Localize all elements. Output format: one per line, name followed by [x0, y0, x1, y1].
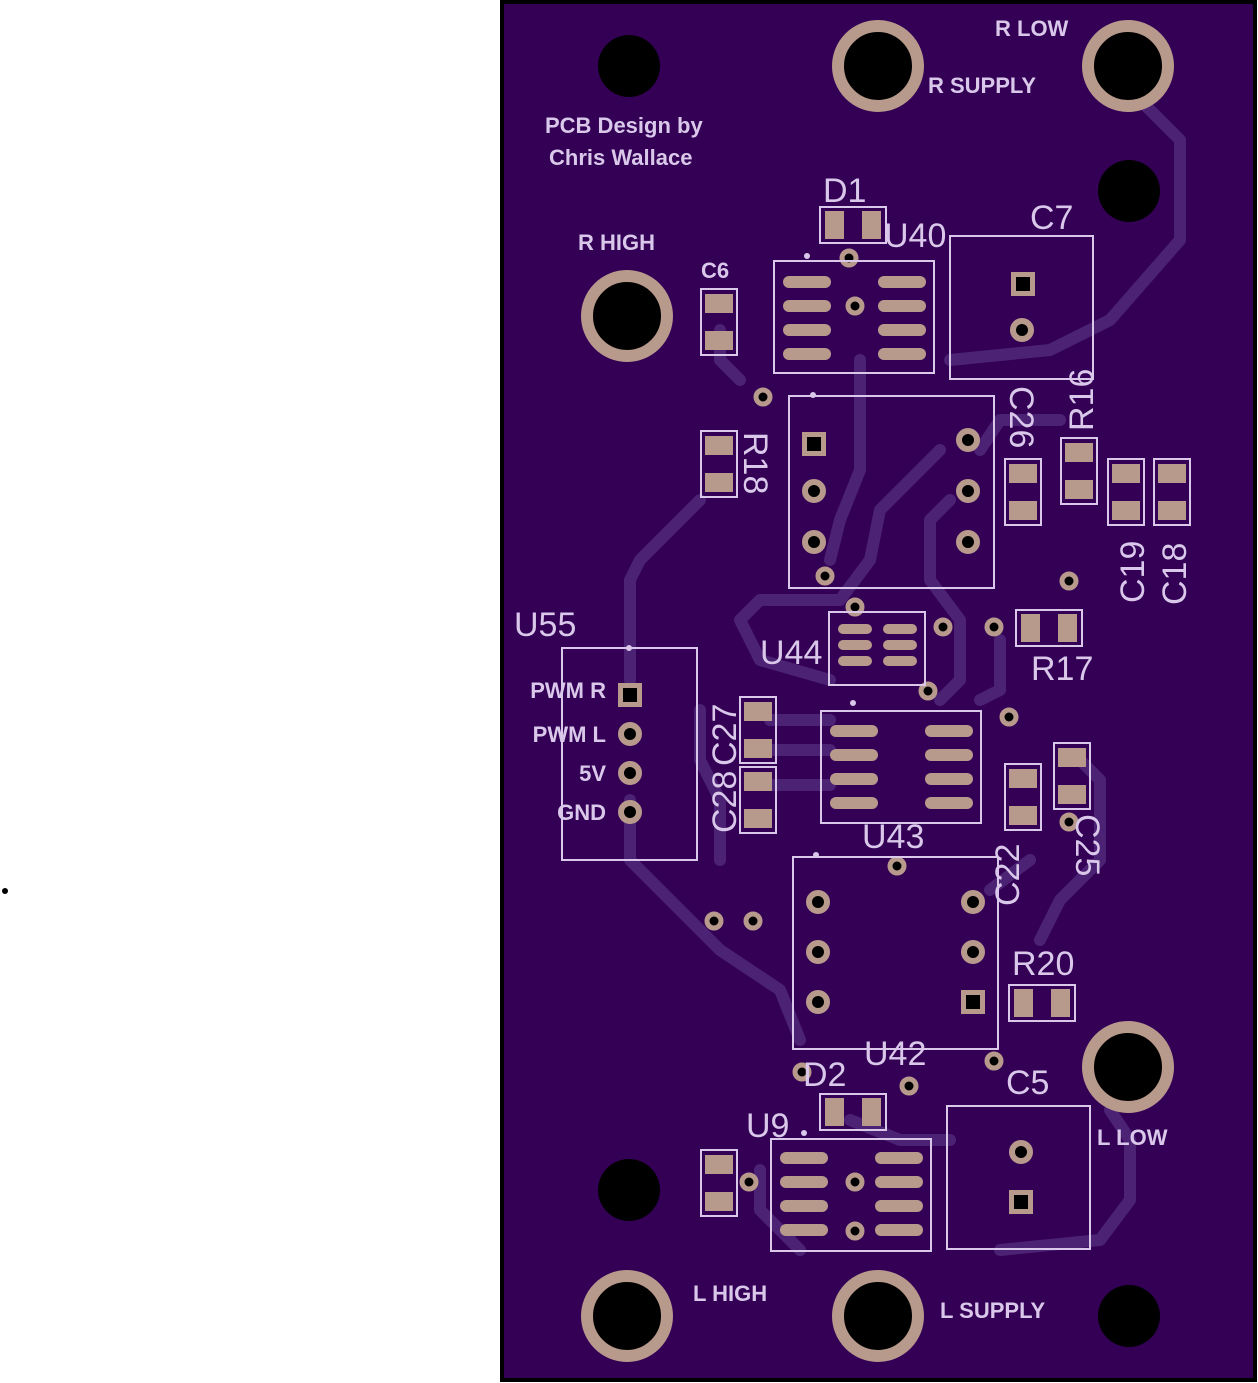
via [933, 617, 953, 637]
ic-pads [780, 276, 973, 1236]
pin-label-5v: 5V [579, 761, 606, 786]
via [845, 1221, 865, 1241]
refdes-r20: R20 [1012, 945, 1074, 983]
traces [624, 84, 1186, 1256]
refdes-c27: C27 [706, 704, 744, 766]
c5-outline [946, 1105, 1091, 1250]
pin-label-gnd: GND [557, 800, 606, 825]
terminal-l-high [581, 1270, 673, 1362]
c18-outline [1153, 458, 1191, 526]
refdes-u42: U42 [864, 1035, 926, 1073]
refdes-u44: U44 [760, 634, 822, 672]
terminal-pads [581, 20, 1174, 1362]
refdes-c5: C5 [1006, 1064, 1049, 1102]
refdes-d2: D2 [803, 1056, 846, 1094]
pin-label-pwm-l: PWM L [533, 722, 606, 747]
via [739, 1172, 759, 1192]
r16-outline [1060, 437, 1098, 505]
r17-outline [1015, 609, 1083, 647]
refdes-c7: C7 [1030, 199, 1073, 237]
refdes-c19: C19 [1114, 541, 1152, 603]
r20-outline [1008, 984, 1076, 1022]
r18-outline [700, 430, 738, 498]
c22-outline [1004, 763, 1042, 831]
refdes-r18: R18 [736, 432, 774, 494]
vias [704, 248, 1079, 1241]
refdes-c22: C22 [989, 844, 1027, 906]
via [815, 566, 835, 586]
u42-outline [792, 856, 999, 1050]
c19-outline [1107, 458, 1145, 526]
u42-top-outline [788, 395, 995, 589]
refdes-u9: U9 [746, 1107, 789, 1145]
refdes-u43: U43 [862, 818, 924, 856]
c28-outline [739, 766, 777, 834]
refdes-d1: D1 [823, 172, 866, 210]
refdes-u40: U40 [884, 217, 946, 255]
label-l-supply: L SUPPLY [940, 1298, 1045, 1323]
silkscreen-text: PCB Design by Chris Wallace R LOW R SUPP… [514, 16, 1194, 1323]
refdes-u55: U55 [514, 606, 576, 644]
c7-outline [949, 235, 1094, 380]
credit-line-1: PCB Design by [545, 113, 703, 138]
via [704, 911, 724, 931]
via [743, 911, 763, 931]
u40-outline [773, 260, 935, 374]
d1-outline [819, 206, 887, 244]
via [1059, 571, 1079, 591]
refdes-r17: R17 [1031, 650, 1093, 688]
th-pads [618, 272, 1035, 1214]
c26-outline [1004, 458, 1042, 526]
c27-outline [739, 696, 777, 764]
via [984, 617, 1004, 637]
u43-outline [820, 710, 982, 824]
refdes-c25: C25 [1068, 814, 1106, 876]
mounting-hole [598, 35, 660, 97]
via [887, 856, 907, 876]
refdes-c6: C6 [701, 258, 729, 283]
c25-outline [1053, 742, 1091, 810]
d2-outline [819, 1093, 887, 1131]
terminal-r-high [581, 270, 673, 362]
terminal-l-supply [832, 1270, 924, 1362]
pin-label-pwm-r: PWM R [530, 678, 606, 703]
chip-pads [705, 211, 1186, 1211]
refdes-r16: R16 [1063, 369, 1101, 431]
u9-outline [770, 1138, 932, 1252]
via [999, 707, 1019, 727]
mounting-hole [1098, 1285, 1160, 1347]
via [839, 248, 859, 268]
label-r-low: R LOW [995, 16, 1069, 41]
refdes-c18: C18 [1156, 543, 1194, 605]
mounting-hole [1098, 160, 1160, 222]
refdes-c26: C26 [1002, 386, 1040, 448]
terminal-r-supply [832, 20, 924, 112]
via [845, 296, 865, 316]
silkscreen-outlines [561, 206, 1191, 1252]
label-l-low: L LOW [1097, 1125, 1168, 1150]
via [1059, 812, 1079, 832]
c6-outline [700, 288, 738, 356]
via [845, 597, 865, 617]
via [753, 387, 773, 407]
u44-outline [828, 611, 926, 686]
credit-line-2: Chris Wallace [549, 145, 692, 170]
u9-cap-outline [700, 1149, 738, 1217]
pin1-markers [2, 253, 856, 1136]
terminal-l-low [1082, 1021, 1174, 1113]
label-r-supply: R SUPPLY [928, 73, 1036, 98]
via [845, 1172, 865, 1192]
label-r-high: R HIGH [578, 230, 655, 255]
label-l-high: L HIGH [693, 1281, 767, 1306]
via [899, 1076, 919, 1096]
via [792, 1062, 812, 1082]
mounting-hole [598, 1159, 660, 1221]
mounting-holes [598, 35, 1160, 1347]
refdes-c28: C28 [706, 771, 744, 833]
terminal-r-low [1082, 20, 1174, 112]
via [984, 1051, 1004, 1071]
via [918, 681, 938, 701]
